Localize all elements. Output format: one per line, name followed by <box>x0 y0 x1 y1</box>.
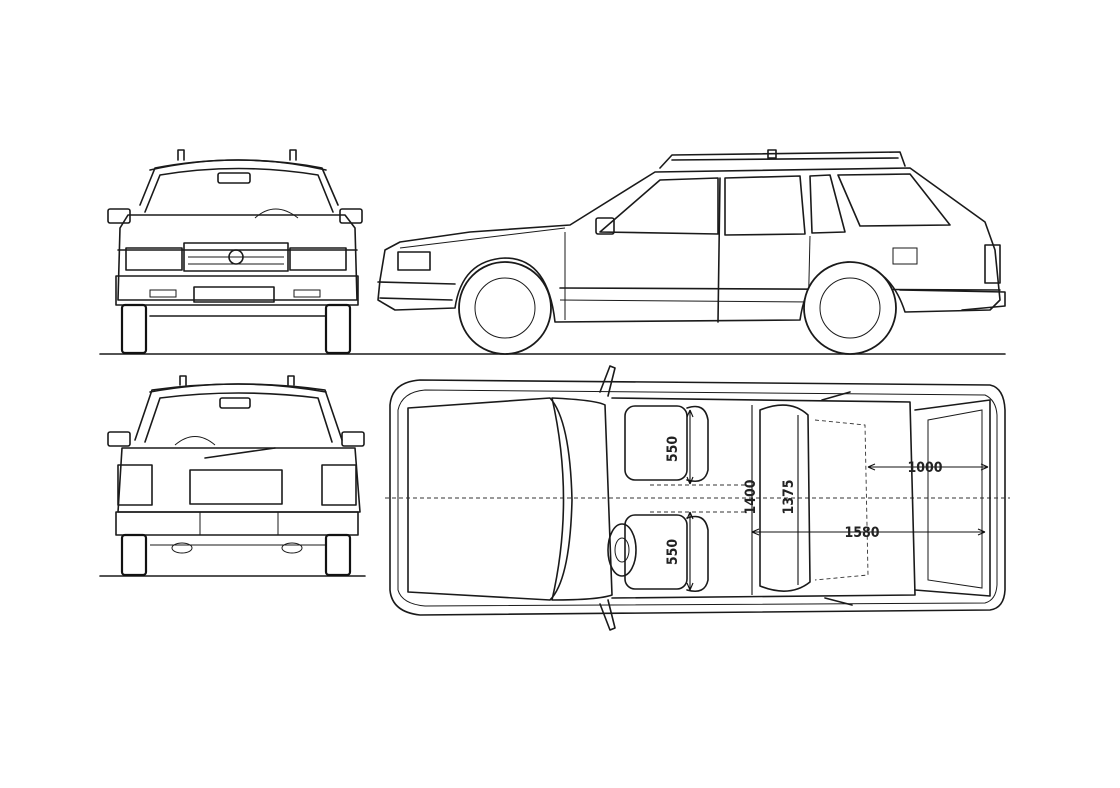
right-mirror <box>339 208 363 224</box>
front-seat-lower <box>624 511 745 593</box>
tailgate <box>914 399 991 597</box>
dim-front-seat-upper: 550 <box>665 436 681 463</box>
top-view: 550 550 1400 1375 1000 1580 <box>385 365 1010 631</box>
side-view <box>377 149 1006 355</box>
cargo-window <box>837 173 951 227</box>
rear-window <box>724 175 806 236</box>
dim-interior-length: 1580 <box>844 525 879 541</box>
left-taillight <box>117 464 153 506</box>
rearview-mirror <box>217 172 251 184</box>
front-wheel <box>458 261 552 355</box>
dim-cargo-width: 1000 <box>907 460 942 476</box>
rear-plate <box>189 469 283 505</box>
dim-interior-width-front: 1400 <box>743 479 759 514</box>
left-mirror <box>107 208 131 224</box>
right-taillight <box>321 464 357 506</box>
dim-interior-width-rear: 1375 <box>781 479 797 514</box>
front-plate <box>193 286 275 303</box>
rear-view <box>99 375 366 577</box>
roof-rack <box>659 151 906 169</box>
front-grille <box>183 242 289 272</box>
front-seat-upper <box>624 405 745 486</box>
rear-wheel <box>803 261 897 355</box>
emblem-icon <box>228 249 244 265</box>
rear-bench <box>759 404 811 592</box>
hood <box>407 397 573 601</box>
dim-front-seat-lower: 550 <box>665 539 681 566</box>
front-window <box>599 177 719 235</box>
front-view <box>99 149 1006 355</box>
rear-wiper <box>204 447 276 459</box>
steering-wheel-icon <box>607 523 637 577</box>
